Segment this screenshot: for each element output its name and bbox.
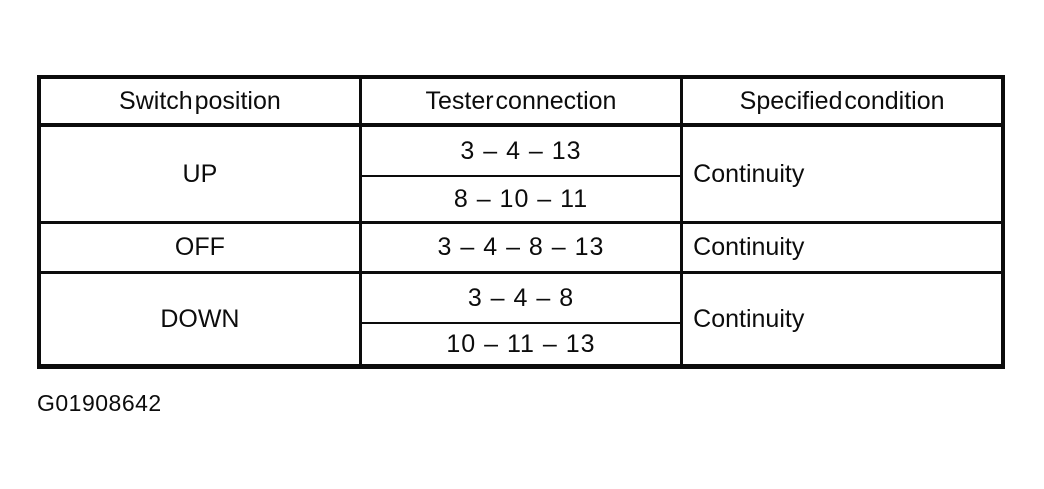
- figure-id-label: G01908642: [37, 390, 162, 416]
- table-header-row: Switch position Tester connection Specif…: [37, 75, 1005, 127]
- switch-position-off: OFF: [37, 221, 362, 274]
- switch-position-up: UP: [37, 123, 362, 224]
- table-row: 8 – 10 – 11: [39, 175, 1003, 224]
- specified-condition-down: Continuity: [680, 271, 1005, 368]
- tester-connection-down-2: 10 – 11 – 13: [358, 322, 684, 368]
- col-header-specified-condition: Specified condition: [680, 75, 1005, 127]
- tester-connection-off: 3 – 4 – 8 – 13: [358, 221, 684, 274]
- table-row: DOWN 3 – 4 – 8 Continuity: [37, 271, 1005, 368]
- specified-condition-off: Continuity: [680, 221, 1005, 274]
- table-row: OFF 3 – 4 – 8 – 13 Continuity: [37, 221, 1005, 274]
- continuity-spec-table: Switch position Tester connection Specif…: [37, 75, 1005, 369]
- specified-condition-up: Continuity: [680, 123, 1005, 224]
- col-header-switch-position: Switch position: [37, 75, 362, 127]
- col-header-tester-connection: Tester connection: [358, 75, 684, 127]
- tester-connection-up-2: 8 – 10 – 11: [358, 175, 684, 224]
- tester-connection-up-1: 3 – 4 – 13: [358, 123, 684, 177]
- table-row: 10 – 11 – 13: [39, 322, 1003, 368]
- table-row: UP 3 – 4 – 13 Continuity: [37, 123, 1005, 224]
- switch-position-down: DOWN: [37, 271, 362, 368]
- tester-connection-down-1: 3 – 4 – 8: [358, 271, 684, 324]
